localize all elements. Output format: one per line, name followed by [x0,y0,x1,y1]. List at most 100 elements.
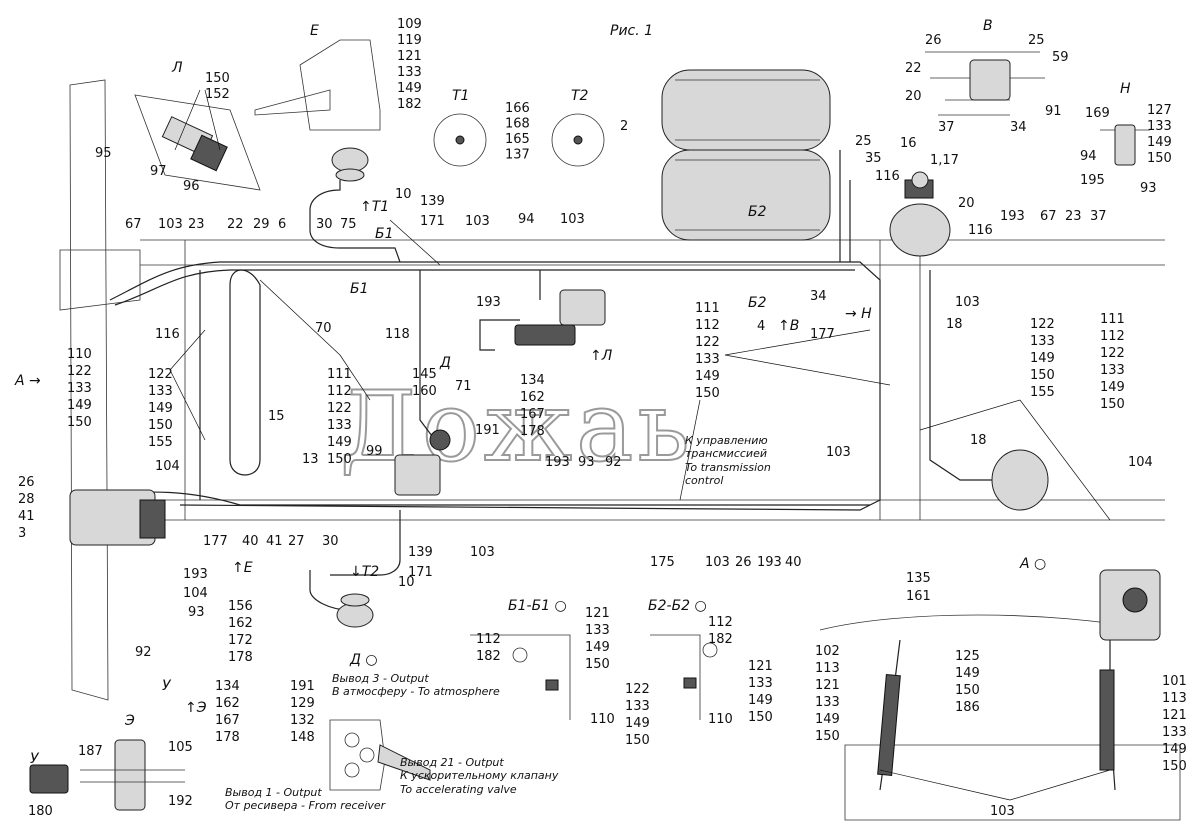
callout-d-stack: 148 [290,730,315,745]
reservoir-loop-15 [229,269,261,476]
callout-a-mid: 125 [955,649,980,664]
callout-l2-stack: 134 [520,373,545,388]
callout-n-stack: 133 [1147,119,1172,134]
callout: 160 [412,384,437,399]
callout: 193 [1000,209,1025,224]
callout: 112 [476,632,501,647]
arrow-t1: ↑Т1 [360,199,389,215]
callout-center-stack: 149 [327,435,352,450]
section-b2-sketch [650,634,718,720]
view-v-diagram [925,51,1045,116]
callout-t-stack: 137 [505,148,530,163]
callout-right-stack2: 122 [1100,346,1125,361]
callout-left-pair: 3 [18,526,26,541]
chassis-frame [59,79,1165,701]
callout: 193 [476,295,501,310]
callout: 34 [1010,120,1027,135]
callout: 70 [315,321,332,336]
callout: 25 [855,134,872,149]
callout-left-pair: 28 [18,492,35,507]
callout: 16 [900,136,917,151]
callout-left-stack: 133 [67,381,92,396]
figure-title: Рис. 1 [610,23,653,39]
callout-left-pair: 26 [18,475,35,490]
callout-left2-stack: 155 [148,435,173,450]
callout: 182 [708,632,733,647]
view-title-b2b2: Б2-Б2 ○ [648,598,707,614]
arrow-l: ↑Л [590,348,613,364]
callout-stacks: 1091191211331491821501521661681651371271… [18,17,1187,774]
detail-d-valve [329,719,431,791]
callout: 27 [288,534,305,549]
callout-u-stack: 162 [228,616,253,631]
callout-u2-stack: 167 [215,713,240,728]
callout-e-stack: 121 [397,49,422,64]
section-b1-top: Б1 [375,226,394,242]
cap-t2 [551,113,605,167]
callout: 37 [1090,209,1107,224]
section-b2-mid: Б2 [748,295,767,311]
cap-t1 [433,113,487,167]
callout: 103 [560,212,585,227]
callout: 91 [1045,104,1062,119]
arrow-e: ↑Е [232,560,253,576]
callout-bottom-row: 193 [757,555,782,570]
callout-right-stack2: 111 [1100,312,1125,327]
callout-a-right: 101 [1162,674,1187,689]
view-label-eh: Э [124,713,135,729]
callout-e-stack: 133 [397,65,422,80]
note-transmission-ru-1: К управлению [685,434,768,447]
arrow-eh: ↑Э [185,700,207,716]
callout-e-stack: 182 [397,97,422,112]
view-label-u2: У [30,751,40,767]
callout-a-left: 149 [815,712,840,727]
callout: 182 [476,649,501,664]
note-out1-en: От ресивера - From receiver [225,799,387,812]
callout-left-stack: 110 [67,347,92,362]
callout: 145 [412,367,437,382]
callout: 97 [150,164,167,179]
callout: 171 [408,565,433,580]
callout-l-stack: 150 [205,71,230,86]
callout: 92 [605,455,622,470]
callout-mid-stack: 112 [695,318,720,333]
callout-a-left: 121 [815,678,840,693]
callout-mid-stack: 111 [695,301,720,316]
callout-e-stack: 119 [397,33,422,48]
detail-a-frame [819,569,1181,821]
callout-u-stack: 172 [228,633,253,648]
note-out21-mid: К ускорительному клапану [400,769,559,782]
callout: 40 [242,534,259,549]
arrow-v: ↑В [778,318,799,334]
callout-right-stack2: 150 [1100,397,1125,412]
callout-top-row: 67 [125,217,142,232]
note-transmission-en-2: control [685,474,723,487]
callout: 103 [470,545,495,560]
callout-l2-stack: 178 [520,424,545,439]
callout-l-stack: 152 [205,87,230,102]
callout-top-row: 6 [278,217,286,232]
callout-n-stack: 127 [1147,103,1172,118]
callout-a-left: 102 [815,644,840,659]
receiver-18 [991,449,1049,511]
callout-u2-stack: 178 [215,730,240,745]
callout-center-stack: 122 [327,401,352,416]
callout-a-right: 149 [1162,742,1187,757]
compressor-3 [69,489,166,546]
callout-u-stack: 156 [228,599,253,614]
callout: 20 [905,89,922,104]
callout-top-row: 75 [340,217,357,232]
callout-b1-mid: 149 [625,716,650,731]
callout-right-stack1: 150 [1030,368,1055,383]
callout: 161 [906,589,931,604]
callout: 104 [183,586,208,601]
callout: 191 [475,423,500,438]
brake-valve-l [479,289,606,351]
callout: 104 [155,459,180,474]
callout: 110 [590,712,615,727]
callout-a-right: 150 [1162,759,1187,774]
callout-a-right: 121 [1162,708,1187,723]
callout: 4 [757,319,765,334]
